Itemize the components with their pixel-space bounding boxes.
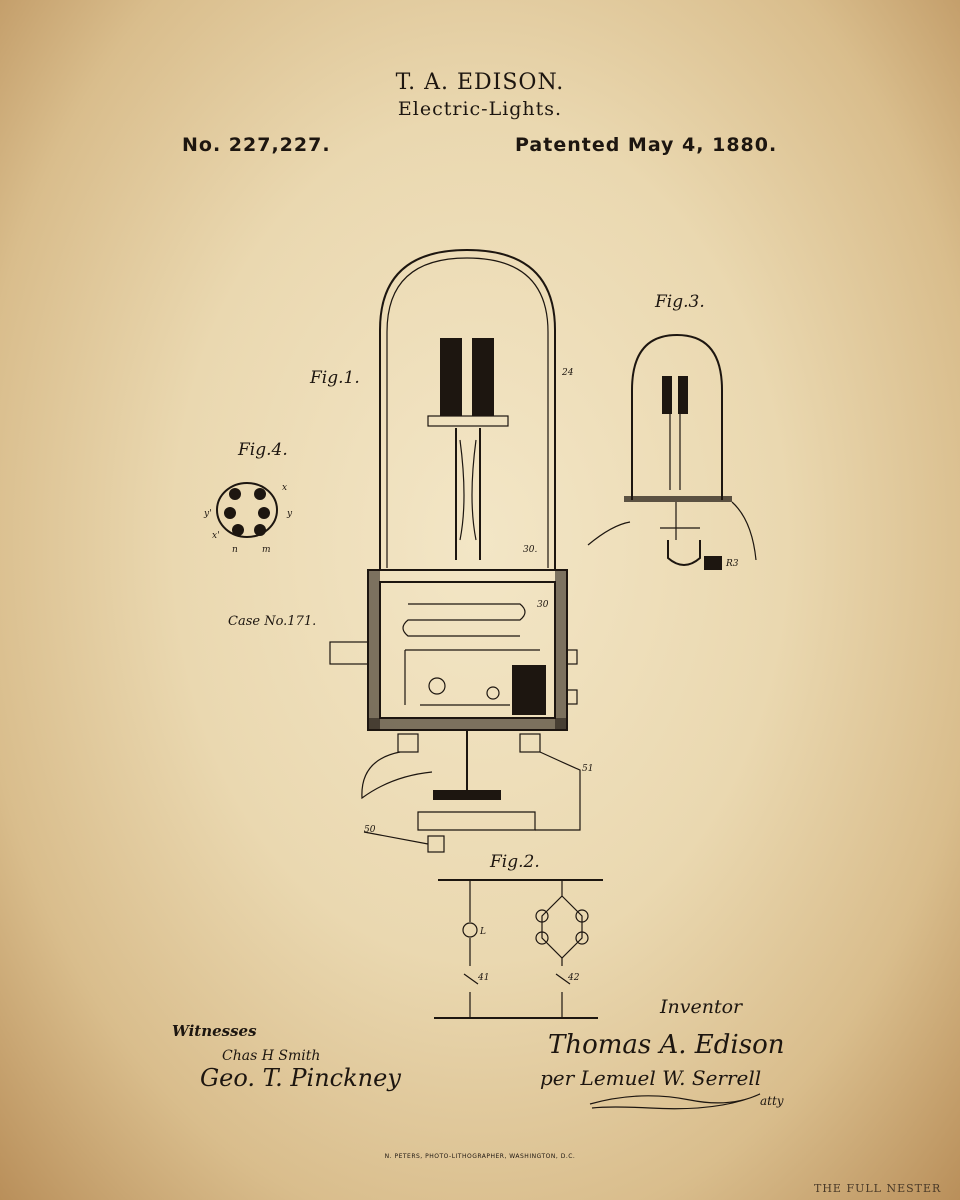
fig4-section-drawing: x y' y x' n m bbox=[203, 482, 293, 555]
svg-text:y': y' bbox=[203, 509, 212, 519]
inventor-label: Inventor bbox=[660, 996, 743, 1018]
svg-text:x: x bbox=[282, 483, 287, 493]
svg-text:m: m bbox=[262, 545, 271, 555]
patent-title: Electric-Lights. bbox=[397, 98, 563, 120]
inventor-signature: Thomas A. Edison bbox=[548, 1030, 785, 1060]
patent-date: Patented May 4, 1880. bbox=[515, 134, 778, 156]
witness-signature-1: Chas H Smith bbox=[222, 1048, 321, 1064]
fig1-lamp-drawing: 24 30. 30 51 50 bbox=[329, 248, 593, 853]
svg-text:50: 50 bbox=[364, 825, 376, 835]
case-number: Case No.171. bbox=[228, 614, 317, 629]
fig3-label: Fig.3. bbox=[655, 292, 705, 312]
svg-text:n: n bbox=[232, 545, 238, 555]
svg-text:R3: R3 bbox=[725, 559, 739, 569]
fig2-circuit-drawing: L 41 42 bbox=[434, 879, 603, 1019]
fig3-lamp-drawing: R3 bbox=[587, 333, 757, 570]
svg-text:L: L bbox=[479, 927, 486, 937]
watermark: THE FULL NESTER bbox=[814, 1182, 942, 1195]
witnesses-label: Witnesses bbox=[172, 1022, 257, 1040]
printer-credit: N. PETERS, PHOTO-LITHOGRAPHER, WASHINGTO… bbox=[384, 1153, 576, 1160]
witness-signature-2: Geo. T. Pinckney bbox=[200, 1064, 401, 1092]
svg-text:30.: 30. bbox=[523, 545, 537, 555]
fig2-label: Fig.2. bbox=[490, 852, 540, 872]
attorney-abbreviation: atty bbox=[760, 1094, 784, 1108]
patent-number: No. 227,227. bbox=[182, 134, 331, 156]
svg-text:42: 42 bbox=[567, 973, 580, 983]
signature-flourish bbox=[589, 1093, 761, 1110]
attorney-signature: per Lemuel W. Serrell bbox=[540, 1066, 762, 1090]
fig4-label: Fig.4. bbox=[238, 440, 288, 460]
svg-text:30: 30 bbox=[537, 600, 549, 610]
svg-text:24: 24 bbox=[561, 368, 574, 378]
inventor-name-heading: T. A. EDISON. bbox=[395, 70, 565, 95]
svg-text:y: y bbox=[286, 509, 293, 519]
fig1-label: Fig.1. bbox=[310, 368, 360, 388]
svg-text:x': x' bbox=[212, 531, 220, 541]
svg-text:51: 51 bbox=[582, 764, 593, 774]
svg-text:41: 41 bbox=[477, 973, 489, 983]
